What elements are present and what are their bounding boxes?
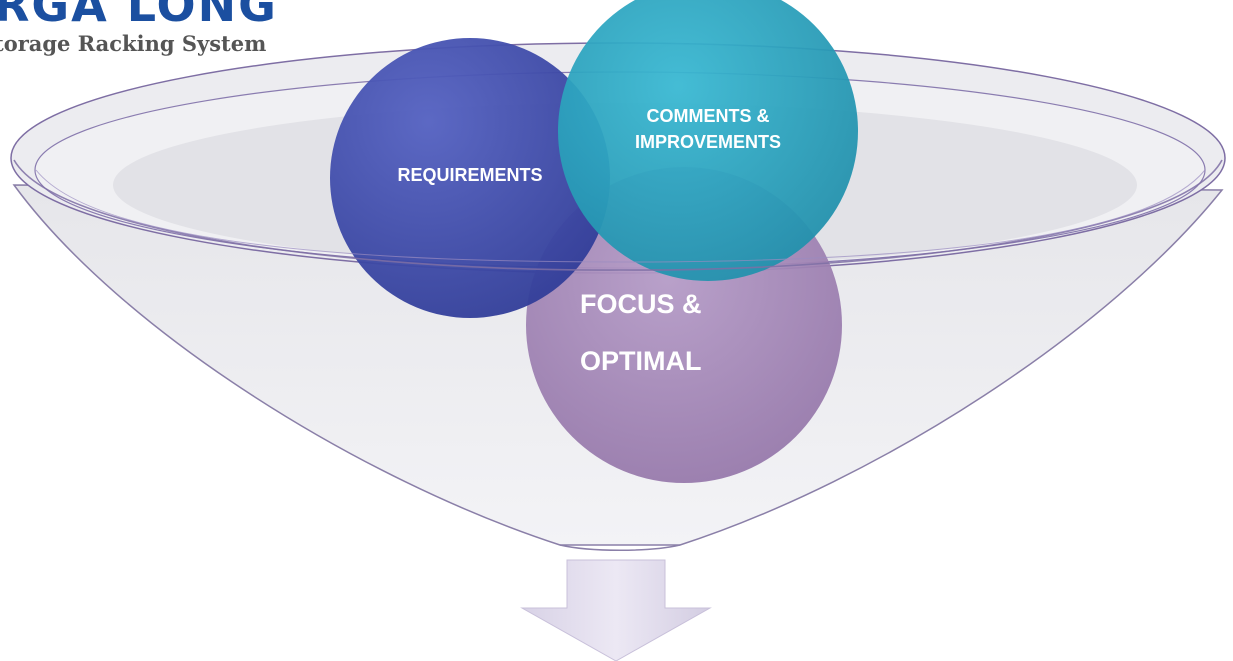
comments-label-line2: IMPROVEMENTS [635, 132, 781, 152]
comments-improvements-circle: COMMENTS & IMPROVEMENTS [558, 0, 858, 281]
focus-label-line2: OPTIMAL [580, 346, 702, 376]
funnel-rim-front [13, 159, 1223, 271]
company-logo-tagline: torage Racking System [0, 31, 267, 56]
down-arrow-icon [520, 559, 712, 661]
company-logo-wordmark: RGA LONG [0, 0, 278, 32]
comments-label-line1: COMMENTS & [647, 106, 770, 126]
requirements-label: REQUIREMENTS [397, 165, 542, 185]
requirements-circle: REQUIREMENTS [330, 38, 610, 318]
funnel-rim-inner-front [35, 169, 1206, 263]
focus-label-line1: FOCUS & [580, 289, 702, 319]
